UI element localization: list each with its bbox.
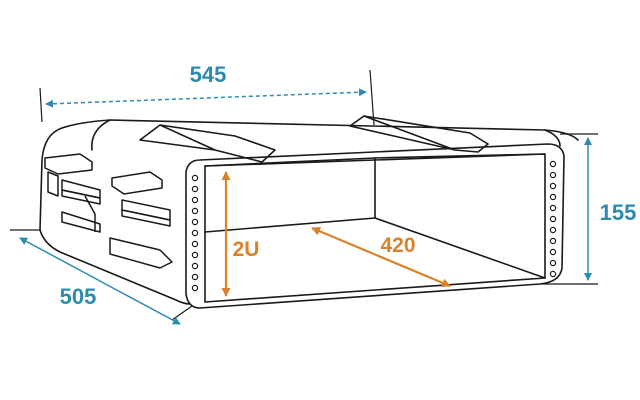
width-extension-right — [369, 69, 375, 126]
width-extension-left — [39, 87, 43, 123]
side-latches — [44, 153, 173, 269]
width-label: 545 — [190, 62, 227, 87]
depth-dimension: 505 — [10, 229, 193, 325]
rack-units-label: 2U — [233, 238, 260, 261]
inner-depth-dimension: 420 — [311, 226, 451, 288]
top-handle-right — [349, 115, 489, 153]
height-dimension: 155 — [540, 133, 637, 285]
depth-label: 505 — [60, 284, 97, 309]
depth-dimension-line — [19, 237, 181, 325]
inner-depth-line — [311, 226, 451, 288]
depth-extension-front — [171, 305, 193, 321]
right-rack-rail — [549, 160, 557, 278]
width-dimension: 545 — [39, 62, 375, 126]
rack-case-outline — [39, 119, 579, 309]
inner-height-dimension: 2U — [221, 171, 260, 297]
inner-depth-label: 420 — [380, 234, 415, 257]
height-label: 155 — [600, 200, 637, 225]
left-rack-rail — [191, 174, 199, 292]
width-dimension-line — [45, 88, 367, 108]
top-handle-left — [139, 124, 276, 163]
